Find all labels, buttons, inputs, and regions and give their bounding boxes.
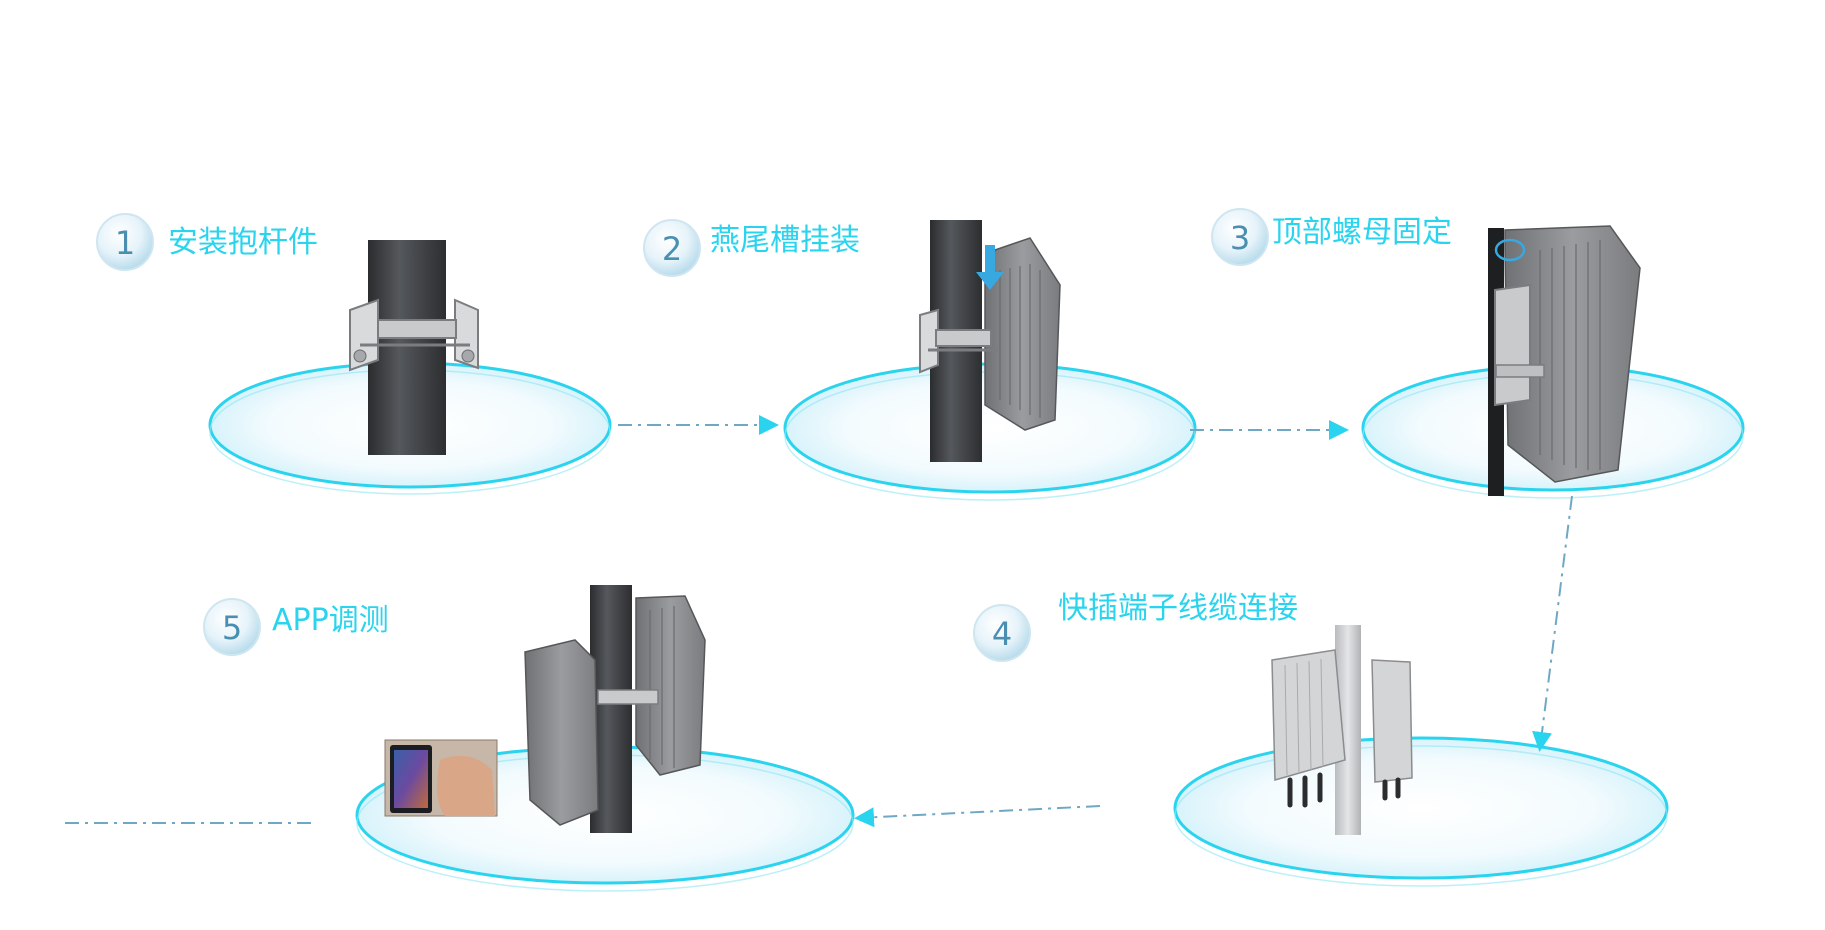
step-1-number: 1 bbox=[115, 224, 135, 262]
step-3-badge bbox=[1211, 208, 1269, 266]
step-5-illustration bbox=[384, 585, 706, 833]
step-2-label: 燕尾槽挂装 bbox=[710, 223, 860, 258]
step-2-badge bbox=[643, 219, 701, 277]
platform-step-4 bbox=[1173, 736, 1669, 887]
step-4-header: 4 快插端子线缆连接 bbox=[973, 591, 1298, 662]
step-5-header: 5 APP调测 bbox=[203, 598, 389, 656]
step-4-illustration bbox=[1271, 625, 1413, 835]
step-1-badge bbox=[96, 213, 154, 271]
step-3-number: 3 bbox=[1230, 219, 1250, 257]
nut-highlight-icon bbox=[1494, 238, 1526, 262]
step-4-label: 快插端子线缆连接 bbox=[1058, 591, 1298, 626]
arrow-4-to-5 bbox=[854, 805, 1101, 828]
step-1-illustration bbox=[349, 240, 479, 455]
step-3-label: 顶部螺母固定 bbox=[1272, 215, 1452, 250]
arrow-3-to-4 bbox=[1532, 495, 1573, 752]
step-1-label: 安装抱杆件 bbox=[168, 225, 318, 260]
step-4-number: 4 bbox=[992, 615, 1012, 653]
step-2-illustration bbox=[919, 220, 1061, 462]
flow-arrows bbox=[65, 415, 1573, 828]
step-5-label: APP调测 bbox=[272, 603, 389, 638]
down-arrow-icon bbox=[985, 245, 995, 275]
step-2-header: 2 燕尾槽挂装 bbox=[643, 219, 860, 277]
step-3-header: 3 顶部螺母固定 bbox=[1211, 208, 1452, 266]
step-2-number: 2 bbox=[662, 230, 682, 268]
step-1-header: 1 安装抱杆件 bbox=[96, 213, 318, 271]
step-5-badge bbox=[203, 598, 261, 656]
step-3-illustration bbox=[1488, 225, 1641, 496]
step-4-badge bbox=[973, 604, 1031, 662]
step-5-number: 5 bbox=[222, 609, 242, 647]
phone-app-photo bbox=[384, 739, 498, 817]
